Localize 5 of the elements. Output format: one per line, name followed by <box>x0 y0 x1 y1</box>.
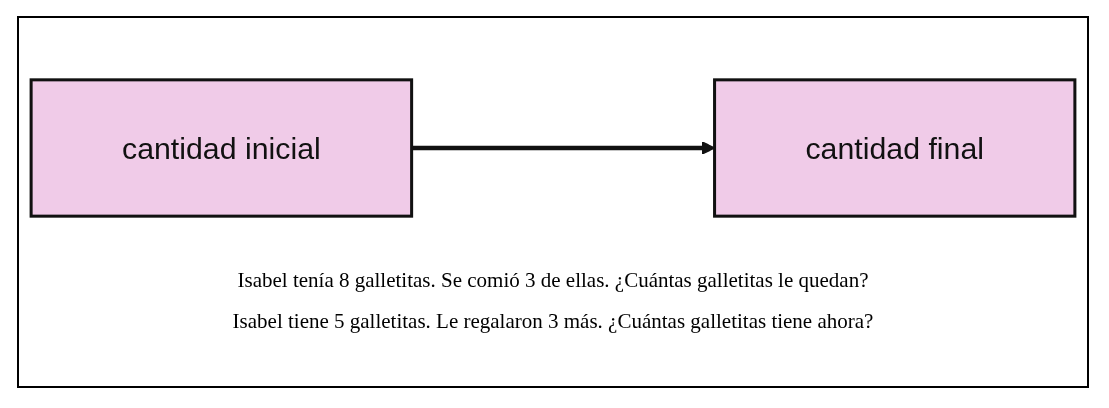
problem-sentence: Isabel tenía 8 galletitas. Se comió 3 de ellas. ¿Cuántas galletitas le quedan? <box>237 268 869 293</box>
problem-sentence: Isabel tiene 5 galletitas. Le regalaron 3 más. ¿Cuántas galletitas tiene ahora? <box>232 309 874 334</box>
node-box <box>29 78 414 218</box>
flow-diagram: cantidad inicial cantidad final <box>19 38 1087 258</box>
node-box <box>713 78 1077 218</box>
